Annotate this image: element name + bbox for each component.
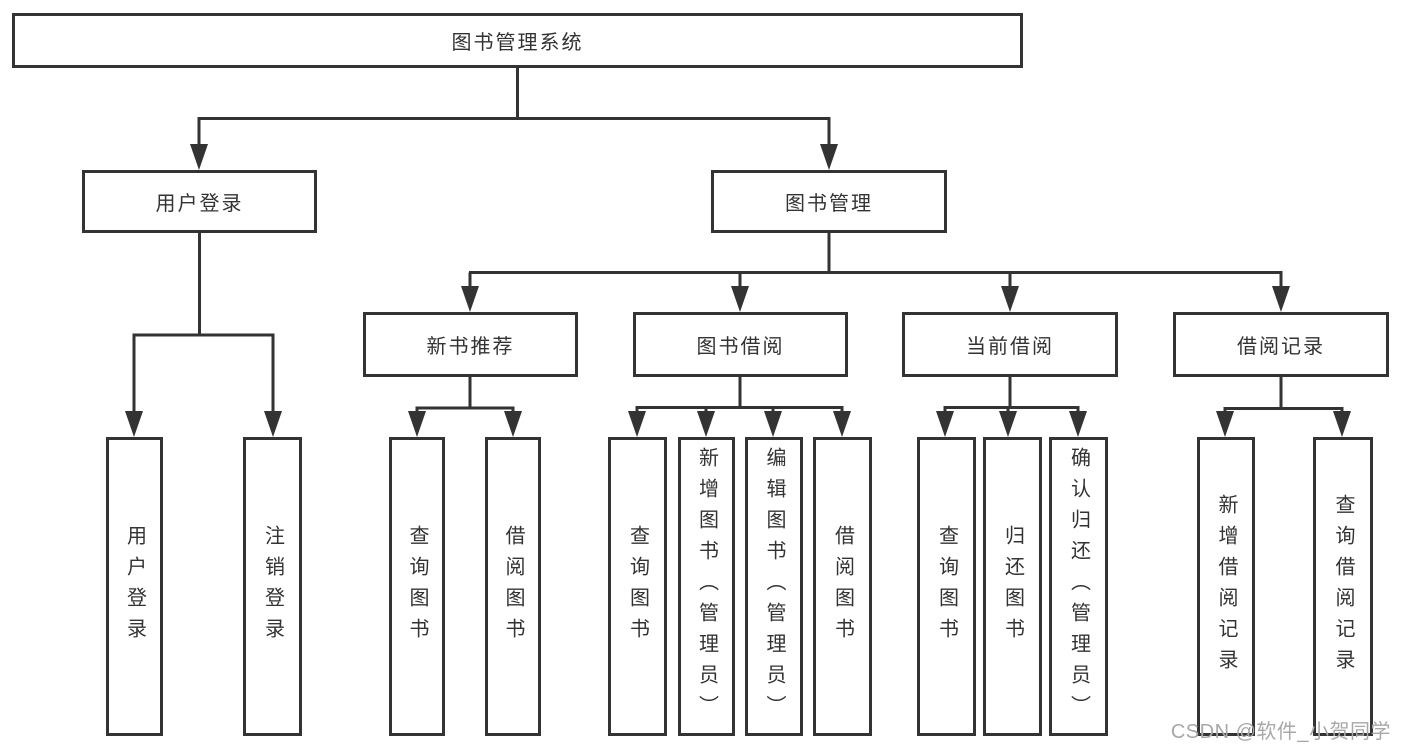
leaf-user-login: 用户登录 (106, 437, 163, 736)
leaf-logout-login-label: 注销登录 (261, 524, 284, 649)
arrowhead (820, 144, 838, 170)
arrowhead (1216, 411, 1234, 437)
node-new-book-recommend: 新书推荐 (363, 312, 578, 377)
leaf-add-book-admin-label: 新增图书（管理员） (695, 447, 718, 726)
arrowhead (461, 286, 479, 312)
leaf-add-book-admin: 新增图书（管理员） (678, 437, 735, 736)
arrowhead (936, 411, 954, 437)
leaf-confirm-return-admin: 确认归还（管理员） (1049, 437, 1108, 736)
leaf-edit-book-admin: 编辑图书（管理员） (745, 437, 803, 736)
arrowhead (833, 411, 851, 437)
leaf-return-book: 归还图书 (983, 437, 1042, 736)
watermark: CSDN @软件_小贺同学 (1170, 721, 1391, 743)
node-new-book-recommend-label: 新书推荐 (426, 336, 515, 358)
connector-root-to-level2 (197, 68, 831, 160)
node-user-login: 用户登录 (82, 170, 317, 233)
arrowhead (125, 411, 143, 437)
node-borrow-records: 借阅记录 (1173, 312, 1389, 377)
arrowhead (731, 286, 749, 312)
node-book-management-label: 图书管理 (785, 193, 873, 215)
leaf-borrow-books-borrowing-label: 借阅图书 (831, 524, 854, 649)
leaf-query-books-borrowing-label: 查询图书 (626, 524, 649, 649)
arrowhead (1272, 286, 1290, 312)
leaf-confirm-return-admin-label: 确认归还（管理员） (1067, 447, 1090, 726)
arrowhead (697, 411, 715, 437)
leaf-query-borrow-record-label: 查询借阅记录 (1332, 493, 1354, 680)
node-user-login-label: 用户登录 (155, 193, 244, 215)
arrowhead (764, 411, 782, 437)
arrowhead (504, 411, 522, 437)
node-current-borrowing-label: 当前借阅 (966, 336, 1054, 358)
arrowhead (190, 144, 208, 170)
node-book-management: 图书管理 (711, 170, 947, 233)
arrowhead (628, 411, 646, 437)
leaf-query-borrow-record: 查询借阅记录 (1313, 437, 1373, 736)
node-borrow-records-label: 借阅记录 (1237, 336, 1325, 358)
node-book-borrowing-label: 图书借阅 (696, 336, 785, 358)
leaf-add-borrow-record-label: 新增借阅记录 (1215, 493, 1237, 680)
arrowhead (999, 411, 1017, 437)
node-book-borrowing: 图书借阅 (633, 312, 848, 377)
connector-user-login-children (132, 233, 275, 428)
arrowhead (1069, 411, 1087, 437)
leaf-logout-login: 注销登录 (243, 437, 302, 736)
leaf-edit-book-admin-label: 编辑图书（管理员） (763, 447, 785, 726)
connector-book-management-children (468, 233, 1283, 303)
leaf-query-books-recommend-label: 查询图书 (406, 524, 428, 649)
leaf-borrow-books-recommend-label: 借阅图书 (502, 524, 524, 649)
leaf-add-borrow-record: 新增借阅记录 (1197, 437, 1255, 736)
leaf-query-books-recommend: 查询图书 (389, 437, 445, 736)
leaf-query-books-current-label: 查询图书 (935, 524, 958, 649)
leaf-borrow-books-recommend: 借阅图书 (485, 437, 541, 736)
arrowhead (264, 411, 282, 437)
leaf-query-books-current: 查询图书 (917, 437, 976, 736)
arrowhead (1001, 286, 1019, 312)
leaf-user-login-label: 用户登录 (123, 524, 146, 649)
connector-new-book-children (415, 377, 515, 428)
leaf-query-books-borrowing: 查询图书 (608, 437, 667, 736)
connector-book-borrowing-children (635, 377, 844, 428)
node-root-label: 图书管理系统 (451, 32, 584, 54)
node-root: 图书管理系统 (12, 13, 1023, 68)
leaf-return-book-label: 归还图书 (1001, 524, 1024, 649)
connector-borrow-records-children (1223, 377, 1344, 428)
arrowhead (408, 411, 426, 437)
node-current-borrowing: 当前借阅 (902, 312, 1118, 377)
arrowhead (1333, 411, 1351, 437)
leaf-borrow-books-borrowing: 借阅图书 (813, 437, 872, 736)
